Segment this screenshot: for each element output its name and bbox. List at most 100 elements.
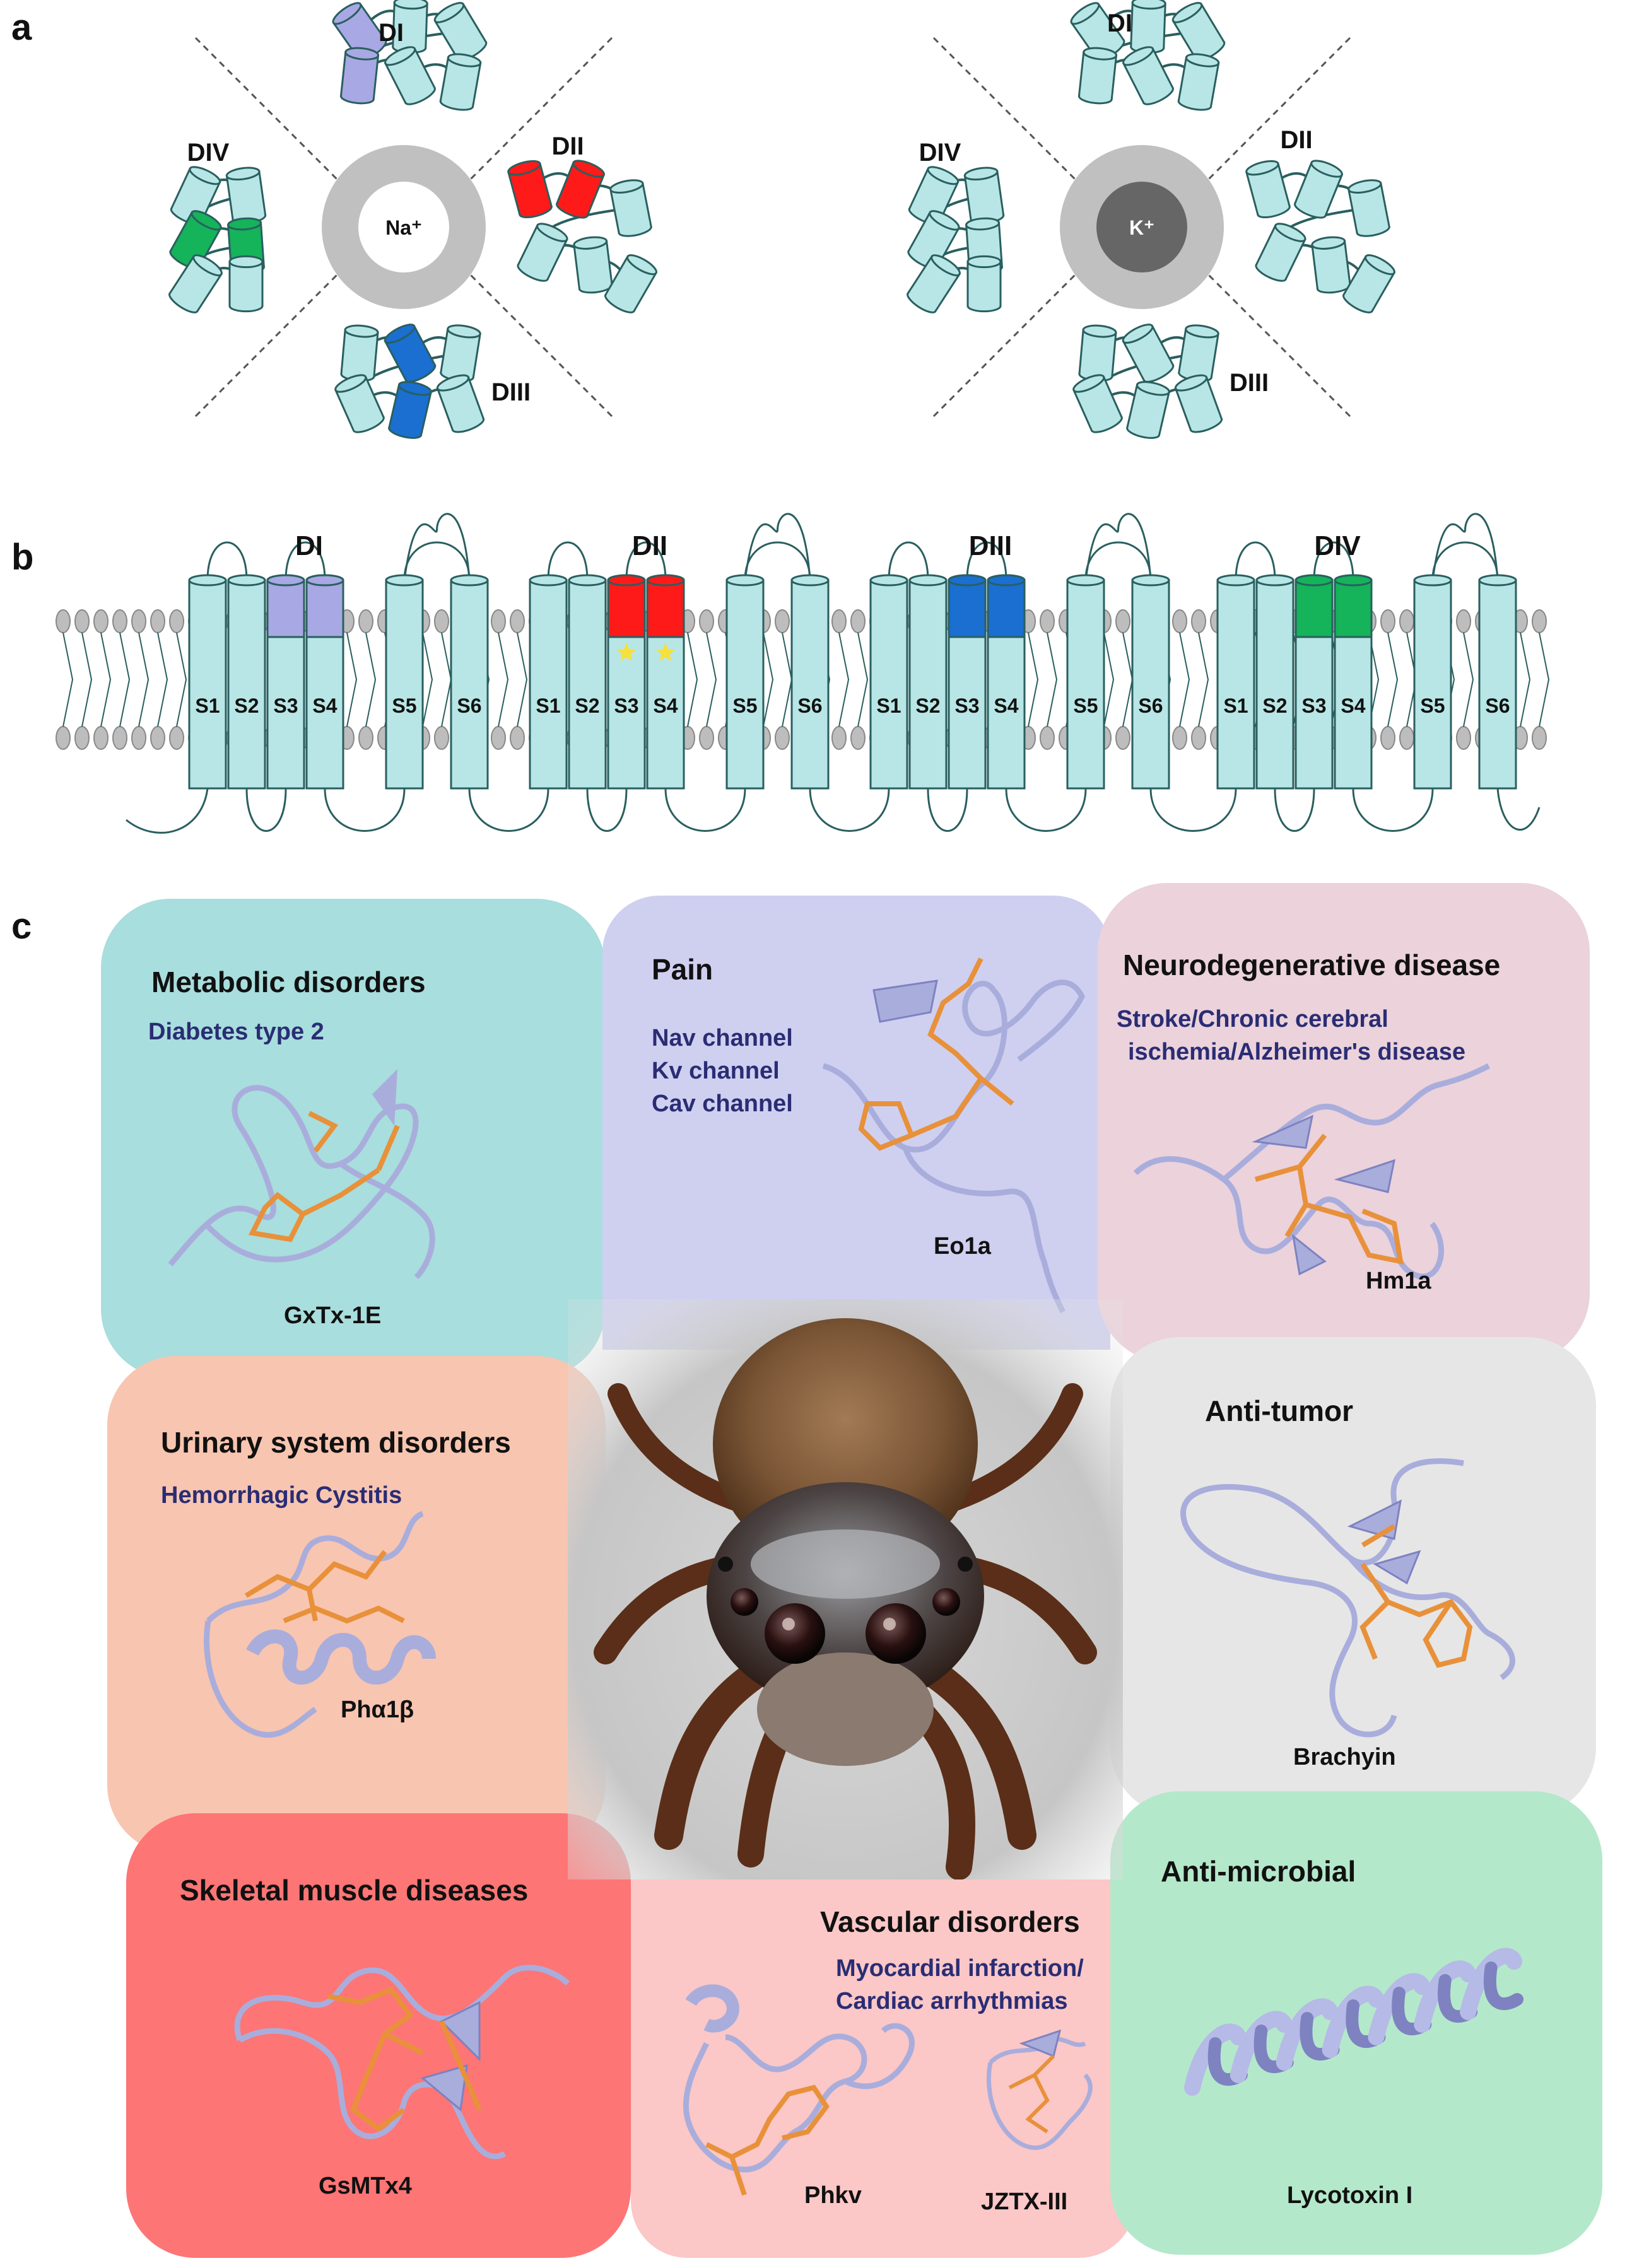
segment-s2: S2: [227, 574, 266, 790]
voltage-sensor-cap: [607, 579, 646, 638]
helix-turn: [1460, 1948, 1522, 2020]
lipid-tail: [706, 632, 717, 727]
lipid-head: [1380, 726, 1395, 750]
segment-label: S5: [732, 694, 757, 717]
pore-loop: [1084, 513, 1152, 581]
voltage-sensor-cap: [1294, 579, 1334, 638]
card-title: Vascular disorders: [820, 1905, 1080, 1938]
segment-label: S6: [797, 694, 822, 717]
lipid-tail: [498, 632, 509, 727]
segment-loop: [1352, 788, 1434, 832]
segment-s2: [1293, 160, 1344, 219]
segment-loop: [1084, 541, 1152, 581]
panel-letter-c: c: [11, 906, 32, 947]
segment-s6: [1174, 374, 1223, 433]
card-title: Neurodegenerative disease: [1123, 949, 1501, 981]
segment-s5: S5: [725, 574, 765, 790]
pore-loop: [403, 513, 471, 581]
segment-loop: [547, 541, 589, 581]
card-anti-tumor: Anti-tumor Brachyin: [1110, 1337, 1596, 1816]
segment-s5: S5: [1066, 574, 1105, 790]
segment-s2: S2: [908, 574, 948, 790]
segment-loop: [625, 541, 667, 581]
domain-label-2: DII: [632, 530, 667, 561]
domain-label-4: DIV: [1314, 530, 1361, 561]
lipid-tail: [62, 632, 74, 727]
segment-s6: [439, 53, 482, 111]
segment-loop: [206, 541, 248, 581]
lipid-head: [169, 609, 184, 633]
segment-s6: [1177, 53, 1220, 111]
card-title: Skeletal muscle diseases: [180, 1874, 529, 1907]
segment-s2: [1122, 324, 1175, 383]
segment-label: S2: [234, 694, 259, 717]
segment-label: S6: [457, 694, 481, 717]
segment-s6: S6: [450, 574, 489, 790]
card-title: Anti-microbial: [1161, 1855, 1356, 1888]
lipid-head: [1380, 609, 1395, 633]
segment-s1: [507, 160, 553, 219]
star-icon: [616, 643, 637, 661]
lipid-tail: [687, 632, 698, 727]
lipid-head: [1172, 726, 1187, 750]
lipid-head: [510, 609, 525, 633]
segment-s4: [1077, 47, 1118, 105]
lipid-head: [74, 609, 90, 633]
segment-s5: [573, 236, 613, 294]
card-vascular-disorders: Vascular disorders Myocardial infarction…: [631, 1879, 1136, 2258]
lipid-head: [1040, 609, 1055, 633]
helix-turn: [1230, 2011, 1293, 2083]
card-subtitle-1: Nav channel: [652, 1025, 793, 1051]
segment-s6: S6: [790, 574, 830, 790]
lipid-tail: [1387, 632, 1399, 727]
lipid-head: [93, 726, 109, 750]
segment-s3: S3: [948, 574, 987, 790]
domain-label-1: DI: [379, 19, 404, 47]
lipid-head: [150, 609, 165, 633]
lipid-head: [1399, 726, 1414, 750]
segment-s3: [440, 324, 481, 382]
lipid-head: [131, 726, 146, 750]
pore-lumen: [1096, 182, 1187, 272]
lipid-tail: [441, 632, 452, 727]
card-neurodegenerative: Neurodegenerative disease Stroke/Chronic…: [1098, 883, 1590, 1362]
lipid-head: [434, 609, 449, 633]
voltage-sensor-cap: [266, 579, 305, 638]
segment-loop: [664, 788, 746, 832]
lipid-head: [169, 726, 184, 750]
domain-divider: [1197, 37, 1351, 190]
segment-label: S4: [653, 694, 678, 717]
segment-label: S4: [1341, 694, 1365, 717]
toxin-label: Phα1β: [341, 1697, 414, 1723]
segment-s3: [609, 179, 652, 237]
segment-s2: S2: [1255, 574, 1294, 790]
segment-s2: [1130, 0, 1166, 54]
lipid-head: [131, 609, 146, 633]
lipid-head: [358, 609, 373, 633]
lipid-tail: [1028, 632, 1039, 727]
lipid-head: [1399, 609, 1414, 633]
card-subtitle: Hemorrhagic Cystitis: [161, 1482, 402, 1509]
domain-label-2: DII: [551, 132, 584, 160]
lipid-tail: [1198, 632, 1209, 727]
segment-s4: [517, 223, 568, 282]
card-title: Metabolic disorders: [151, 966, 426, 998]
segment-label: S3: [614, 694, 638, 717]
segment-s5: [168, 254, 223, 313]
toxin-label: GsMTx4: [319, 2173, 412, 2199]
segment-s6: S6: [1131, 574, 1170, 790]
segment-loop: [285, 541, 326, 581]
panel-letter-b: b: [11, 537, 34, 578]
domain-divider: [932, 264, 1086, 418]
segment-s3: S3: [607, 574, 646, 790]
segment-s5: S5: [385, 574, 424, 790]
card-title: Urinary system disorders: [161, 1426, 511, 1459]
voltage-sensor-cap: [1334, 579, 1373, 638]
helix-turn: [1184, 2023, 1247, 2096]
n-terminus: [126, 788, 209, 834]
segment-label: S1: [536, 694, 560, 717]
toxin-label: Hm1a: [1366, 1268, 1431, 1294]
lipid-tail: [422, 632, 433, 727]
